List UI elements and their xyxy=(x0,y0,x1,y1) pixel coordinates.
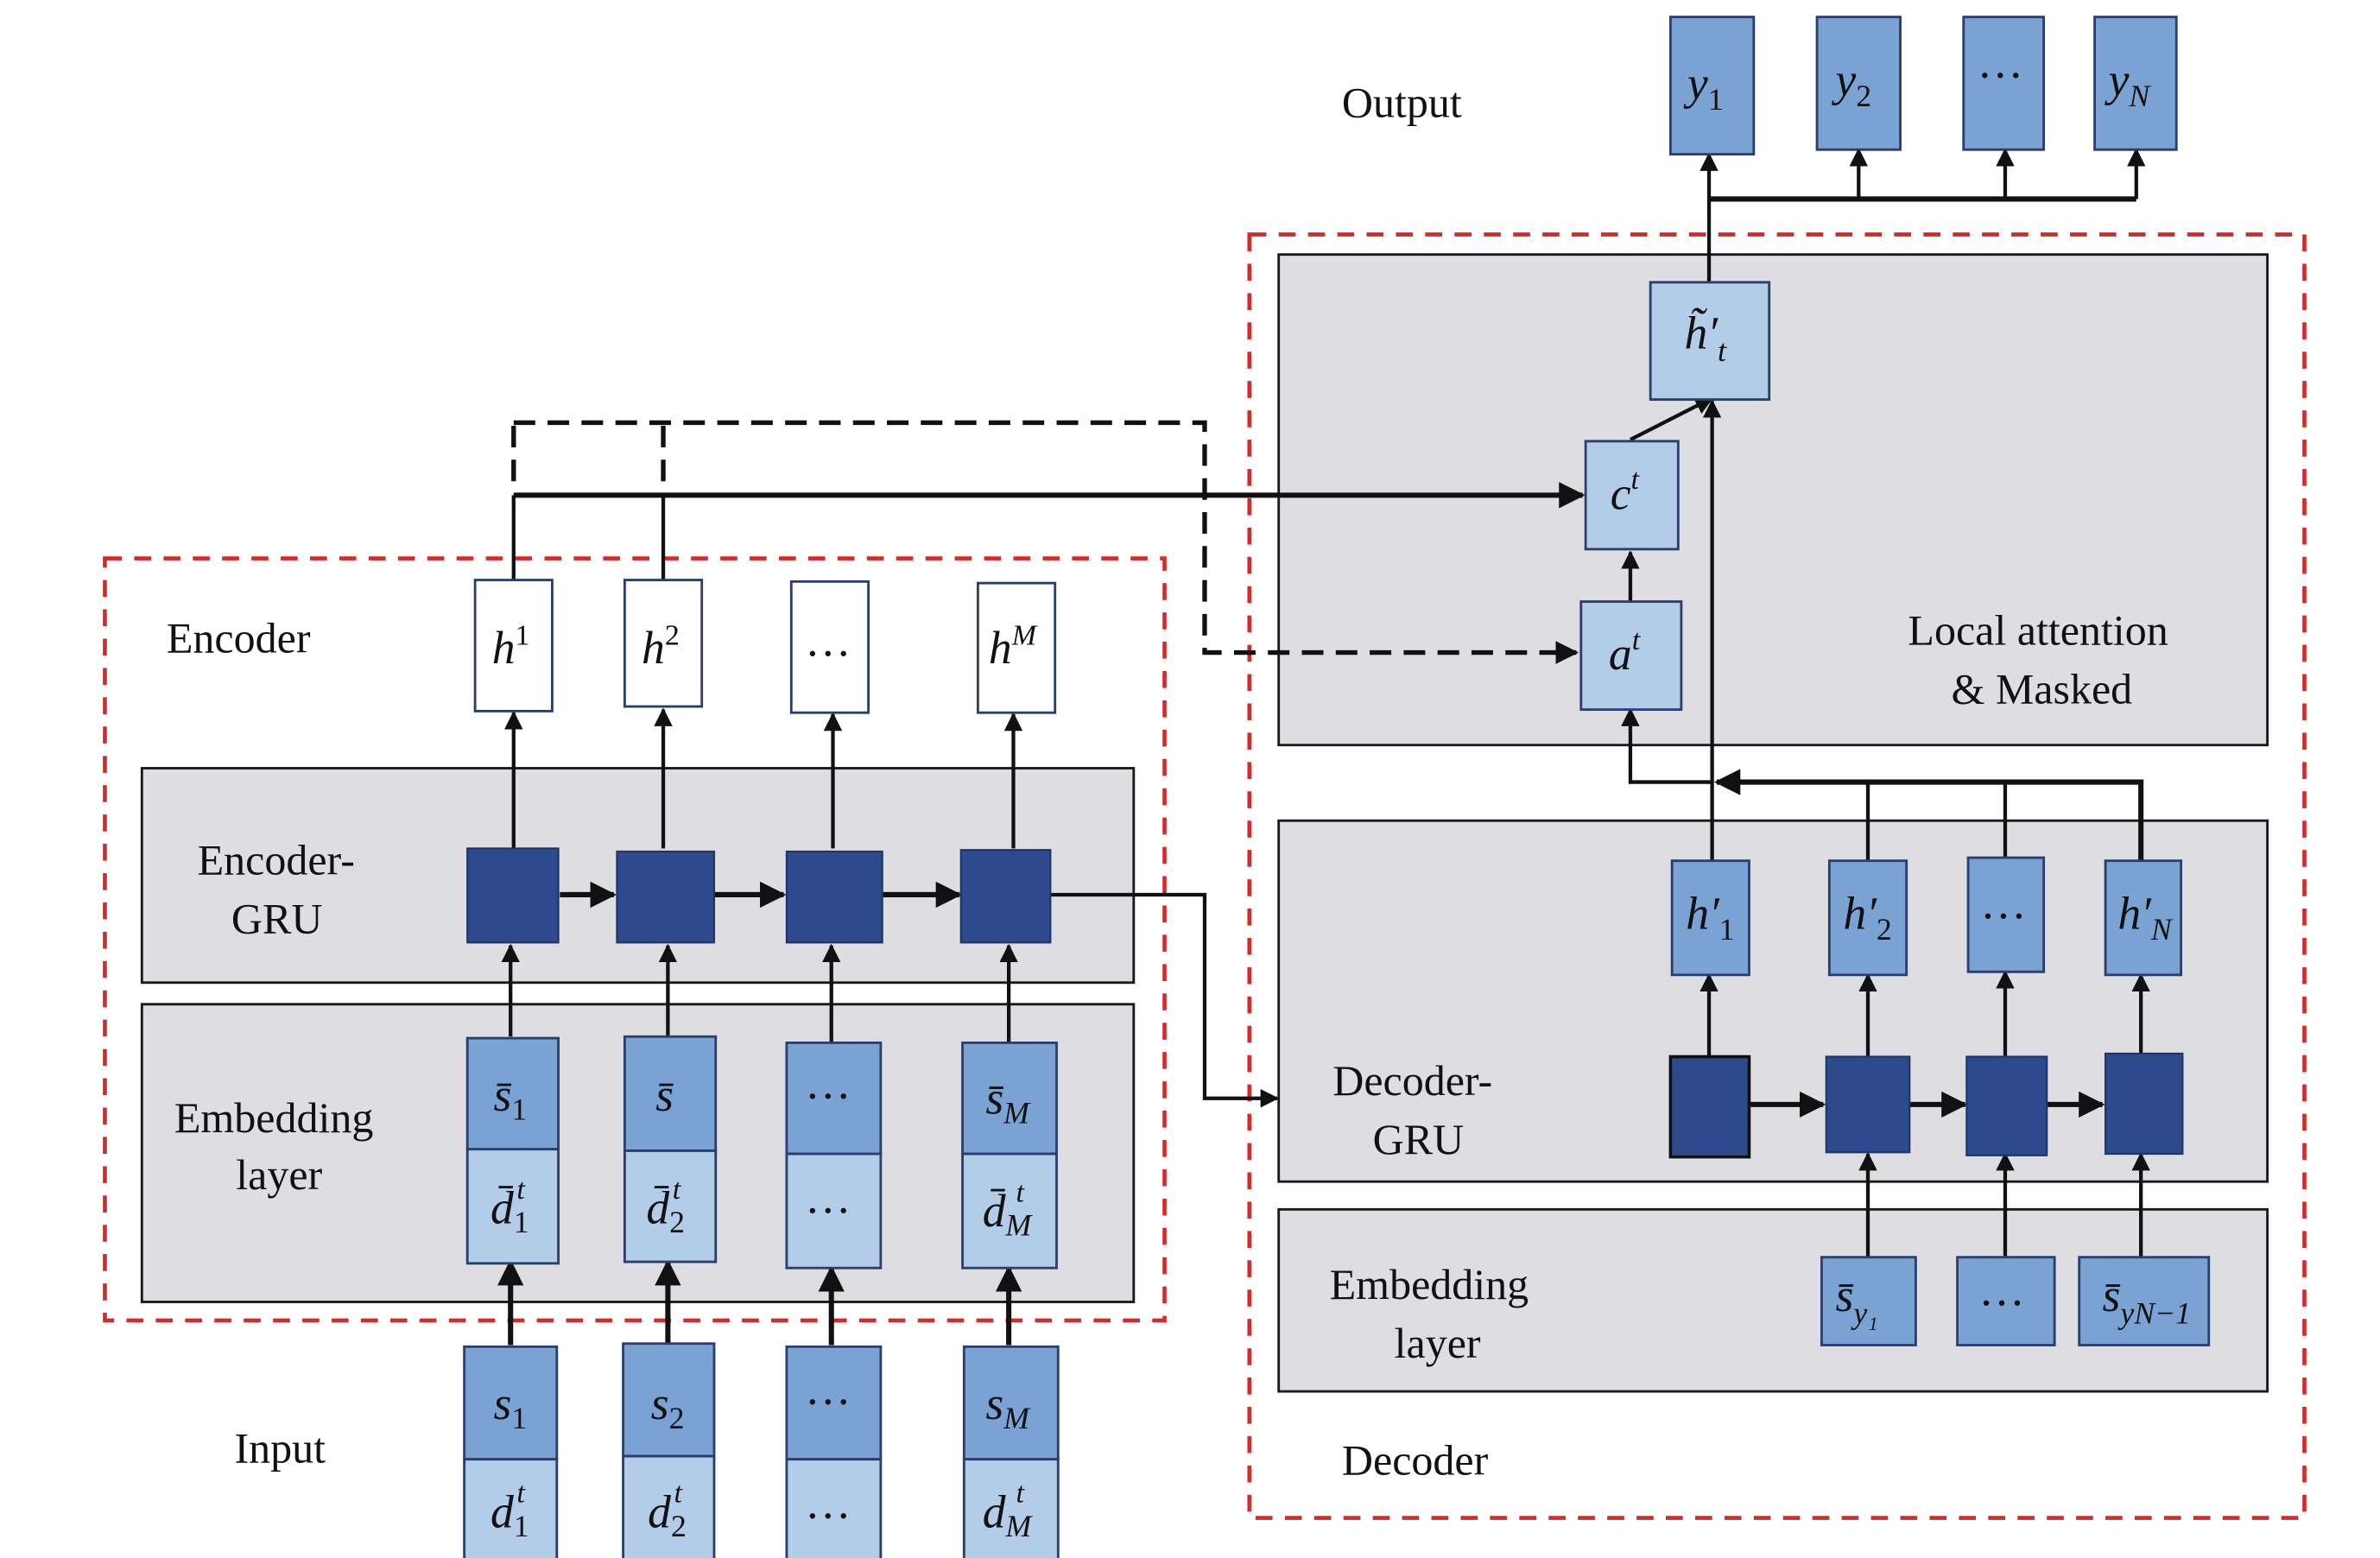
encoder-embedding-block: s̄M d̄Mt xyxy=(961,1042,1058,1270)
decoder-hidden-node: h′2 xyxy=(1827,859,1908,977)
svg-text:h̃′t: h̃′t xyxy=(1684,307,1727,368)
encoder-gru-cell xyxy=(959,849,1052,944)
embedding-label-1: Embedding xyxy=(174,1093,374,1142)
svg-text:…: … xyxy=(1982,1264,2023,1315)
svg-text:…: … xyxy=(808,614,850,666)
decoder-hidden-node: h′N xyxy=(2104,859,2183,977)
decoder-group-border xyxy=(1247,232,2307,1520)
svg-text:y1: y1 xyxy=(1683,57,1724,117)
context-vector-node: ct xyxy=(1584,440,1680,551)
svg-text:h1: h1 xyxy=(492,620,530,674)
svg-text:…: … xyxy=(1984,877,2025,928)
encoder-hidden-node: h2 xyxy=(623,579,704,708)
svg-text:d̄Mt: d̄Mt xyxy=(983,1176,1034,1242)
attention-panel xyxy=(1277,253,2269,747)
output-node: y2 xyxy=(1815,16,1902,151)
decoder-gru-panel xyxy=(1277,819,2269,1183)
svg-text:h2: h2 xyxy=(642,620,680,674)
decoder-gru-cell xyxy=(2104,1052,2184,1156)
decoder-hidden-node: h′1 xyxy=(1670,859,1750,977)
svg-text:s2: s2 xyxy=(651,1378,685,1435)
svg-text:s̄yN−1: s̄yN−1 xyxy=(2102,1270,2190,1330)
svg-text:hM: hM xyxy=(989,620,1038,674)
encoder-group-border xyxy=(103,556,1167,1323)
encoder-embedding-block: … … xyxy=(785,1042,883,1270)
svg-text:at: at xyxy=(1609,624,1642,680)
encoder-embedding-block: s̄ d̄2t xyxy=(623,1035,718,1264)
svg-text:…: … xyxy=(1980,35,2022,87)
svg-text:s̄: s̄ xyxy=(655,1069,674,1121)
input-label: Input xyxy=(234,1423,326,1472)
output-node: … xyxy=(1962,16,2046,151)
input-block: s1 d1t xyxy=(463,1345,559,1558)
svg-text:h′1: h′1 xyxy=(1686,887,1734,947)
decoder-gru-cell xyxy=(1825,1055,1911,1154)
svg-text:y2: y2 xyxy=(1831,54,1871,114)
encoder-hidden-node: hM xyxy=(976,581,1057,714)
svg-text:…: … xyxy=(808,1477,850,1529)
decoder-gru-label-2: GRU xyxy=(1373,1115,1465,1163)
local-attention-label-2: & Masked xyxy=(1951,664,2132,712)
svg-text:s̄y₁: s̄y₁ xyxy=(1835,1270,1877,1330)
encoder-gru-cell xyxy=(785,850,883,944)
svg-text:ct: ct xyxy=(1611,464,1641,519)
output-label: Output xyxy=(1342,79,1462,127)
svg-text:d2t: d2t xyxy=(648,1478,687,1543)
svg-text:s1: s1 xyxy=(494,1378,528,1435)
input-block: s2 d2t xyxy=(622,1342,716,1558)
decoder-embedding-label-2: layer xyxy=(1395,1319,1481,1367)
encoder-embedding-block: s̄1 d̄1t xyxy=(465,1036,560,1265)
local-attention-label-1: Local attention xyxy=(1908,606,2168,655)
svg-text:s̄1: s̄1 xyxy=(494,1069,528,1127)
decoder-gru-label-1: Decoder- xyxy=(1332,1056,1492,1105)
encoder-hidden-node: h1 xyxy=(473,579,554,712)
input-block: … … xyxy=(785,1345,883,1558)
encoder-label: Encoder xyxy=(167,614,311,662)
svg-text:d1t: d1t xyxy=(491,1478,529,1543)
svg-text:d̄1t: d̄1t xyxy=(491,1174,529,1239)
svg-text:s̄M: s̄M xyxy=(985,1073,1031,1130)
decoder-embedding-label-1: Embedding xyxy=(1330,1260,1529,1308)
decoder-embedding-block: … xyxy=(1956,1256,2056,1346)
svg-text:d̄2t: d̄2t xyxy=(646,1174,685,1239)
svg-text:yN: yN xyxy=(2105,54,2152,114)
output-node: yN xyxy=(2093,16,2178,151)
decoder-label: Decoder xyxy=(1342,1436,1489,1485)
decoder-hidden-node: … xyxy=(1966,856,2046,973)
svg-text:…: … xyxy=(808,1171,850,1223)
alignment-weights-node: at xyxy=(1579,600,1683,712)
svg-text:…: … xyxy=(808,1057,850,1109)
svg-text:…: … xyxy=(808,1362,850,1414)
svg-text:h′2: h′2 xyxy=(1843,887,1891,947)
decoder-embedding-block: s̄y₁ xyxy=(1820,1256,1917,1346)
encoder-gru-cell xyxy=(466,847,560,944)
encoder-gru-label-2: GRU xyxy=(231,895,323,943)
encoder-gru-label-1: Encoder- xyxy=(198,836,355,884)
embedding-label-2: layer xyxy=(236,1150,322,1199)
svg-text:sM: sM xyxy=(985,1378,1031,1435)
decoder-gru-cell xyxy=(1668,1054,1751,1159)
encoder-hidden-node: … xyxy=(789,580,870,714)
connections xyxy=(497,148,2150,1346)
output-node: y1 xyxy=(1668,16,1756,156)
attention-output-node: h̃′t xyxy=(1649,281,1771,402)
decoder-embedding-block: s̄yN−1 xyxy=(2078,1256,2211,1346)
svg-text:h′N: h′N xyxy=(2117,887,2174,947)
encoder-gru-cell xyxy=(616,850,716,944)
decoder-gru-cell xyxy=(1965,1055,2048,1156)
svg-text:dMt: dMt xyxy=(983,1478,1034,1543)
input-block: sM dMt xyxy=(962,1345,1060,1558)
